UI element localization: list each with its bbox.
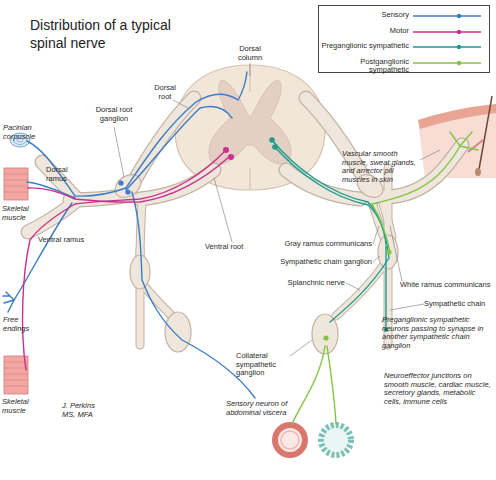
preganglionic-cell-body [272, 144, 278, 150]
structure-label: Ventral ramus [38, 236, 100, 245]
legend-sample [411, 57, 485, 69]
structure-label: Sympathetic chain [424, 300, 494, 309]
motor-fibers [23, 150, 230, 370]
legend-sample [411, 10, 485, 22]
postganglionic-cell-body [323, 335, 328, 340]
legend-sample [411, 41, 485, 53]
structure-label: Dorsal column [232, 45, 268, 62]
structure-label: Skeletal muscle [2, 398, 40, 415]
legend-text: Postganglionic sympathetic [321, 58, 409, 75]
motor-fiber [28, 156, 230, 202]
nerve-fills [28, 98, 462, 345]
legend-swatch [413, 15, 481, 17]
leader-line [373, 226, 379, 244]
postganglionic-fiber [327, 346, 336, 424]
leader-line [114, 127, 124, 177]
sensory-cell-body [118, 180, 123, 185]
legend-box: SensoryMotorPreganglionic sympatheticPos… [318, 5, 490, 73]
structure-label: Dorsal root [150, 84, 180, 101]
legend-row: Postganglionic sympathetic [319, 56, 489, 70]
legend-swatch [413, 46, 481, 48]
structure-label: Pacinian corpuscle [3, 124, 47, 141]
legend-swatch-dot [457, 45, 461, 49]
splanchnic-nerve [336, 266, 383, 316]
splanchnic-nerve [336, 266, 383, 316]
skin-epidermis [418, 104, 496, 129]
leader-line [390, 304, 424, 310]
sensory-fiber [27, 141, 126, 196]
motor-cell-body [223, 147, 229, 153]
legend-text: Preganglionic sympathetic [321, 42, 409, 50]
structure-label: White ramus communicans [400, 281, 492, 290]
ventral-ramus [28, 202, 75, 232]
arrector-pili [468, 140, 483, 152]
motor-fiber [23, 150, 226, 370]
vessel-lumen [281, 431, 299, 449]
legend-text: Sensory [321, 11, 409, 19]
spinal-cord [175, 65, 325, 190]
legend-swatch-dot [457, 14, 461, 18]
leader-line [420, 150, 440, 160]
legend-swatch [413, 31, 481, 33]
structure-label: Collateral sympathetic ganglion [236, 352, 296, 378]
leader-line [373, 256, 380, 262]
muscle-block [4, 168, 28, 200]
structure-label: Splanchnic nerve [268, 279, 345, 288]
figure-title: Distribution of a typical spinal nerve [30, 17, 208, 52]
chain-ganglion [130, 255, 150, 289]
legend-text: Motor [321, 27, 409, 35]
preganglionic-cell-body [269, 137, 275, 143]
structure-label: Sensory neuron of abdominal viscera [226, 400, 306, 417]
leader-line [390, 226, 402, 281]
leader-line [173, 100, 188, 108]
collateral-ganglion [165, 312, 191, 352]
structure-label: Dorsal ramus [46, 166, 78, 183]
structure-label: Dorsal root ganglion [86, 106, 142, 123]
skin-endings [450, 132, 478, 150]
dorsal-root [136, 98, 194, 178]
postganglionic-fiber [292, 346, 325, 424]
sensory-cell-body [125, 189, 130, 194]
note-label: Preganglionic sympathetic neurons passin… [382, 316, 492, 351]
motor-cell-body [228, 154, 234, 160]
vessel-ring [275, 425, 305, 455]
structure-label: Skeletal muscle [2, 205, 40, 222]
note-label: Neuroeffector junctions on smooth muscle… [384, 372, 494, 407]
structure-label: Free endings [3, 316, 39, 333]
structure-label: Gray ramus communicans [262, 240, 372, 249]
free-nerve-endings [3, 292, 14, 312]
postganglionic-cell-body [386, 249, 391, 254]
legend-sample [411, 26, 485, 38]
structure-label: Ventral root [205, 243, 265, 252]
legend-row: Motor [319, 25, 489, 39]
sensory-fiber [126, 106, 232, 190]
ventral-root [140, 170, 214, 199]
signature: J. Perkins MS, MFA [62, 402, 102, 419]
leader-line [290, 340, 312, 356]
legend-row: Preganglionic sympathetic [319, 40, 489, 54]
dorsal-root [136, 98, 194, 178]
leader-line [346, 283, 360, 290]
structure-label: Sympathetic chain ganglion [252, 258, 372, 267]
muscle-striation [4, 362, 28, 386]
structure-label: Vascular smooth muscle, sweat glands, an… [342, 150, 422, 185]
median-fissure [250, 65, 251, 190]
ventral-ramus [28, 202, 75, 232]
hair [478, 96, 492, 175]
legend-row: Sensory [319, 9, 489, 23]
leader-line [214, 178, 232, 242]
hair-bulb [475, 168, 481, 176]
sensory-fibers [3, 72, 255, 398]
chain-ganglion [378, 235, 398, 269]
legend-swatch-dot [457, 29, 461, 33]
ventral-root [140, 170, 214, 199]
leader-lines [114, 63, 440, 356]
legend-swatch [413, 62, 481, 64]
legend-swatch-dot [457, 60, 461, 64]
gland-ring [321, 425, 351, 455]
nerve-outlines [28, 98, 462, 345]
muscle-striation [4, 174, 28, 192]
leader-line [250, 63, 251, 76]
